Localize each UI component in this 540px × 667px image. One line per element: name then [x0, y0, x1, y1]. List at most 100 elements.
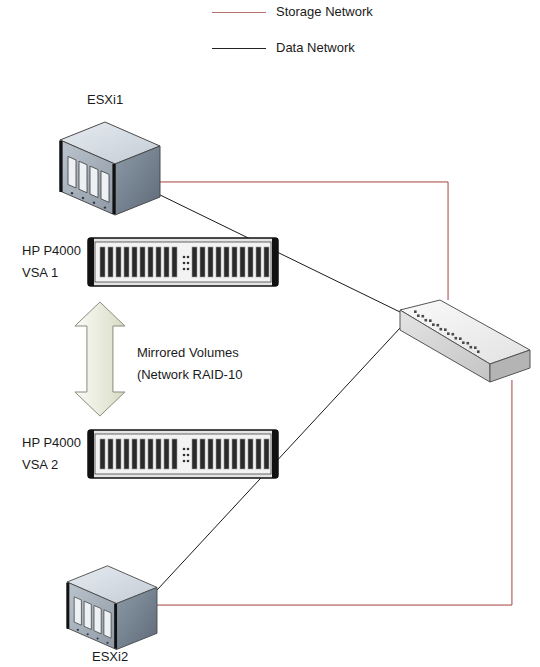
switch-port	[477, 350, 480, 353]
legend-sample	[212, 12, 266, 13]
storage-network-link	[157, 380, 512, 605]
drive-slot	[140, 247, 145, 277]
rack-ear	[88, 238, 94, 286]
drive-slot	[248, 247, 253, 277]
status-light	[183, 268, 186, 271]
drive-slot	[172, 439, 177, 469]
drive-slot	[232, 247, 237, 277]
status-light	[183, 448, 186, 451]
status-light	[82, 197, 84, 199]
rack-icon	[88, 430, 280, 480]
drive-slot	[116, 247, 121, 277]
drive-slot	[200, 439, 205, 469]
drive-slot	[256, 439, 261, 469]
icon-group	[60, 122, 160, 215]
drive-slot	[148, 247, 153, 277]
drive-slot	[156, 247, 161, 277]
status-light	[183, 262, 186, 265]
icon-group	[88, 238, 278, 286]
rack-ear	[272, 238, 278, 286]
drive-slot	[164, 247, 169, 277]
rack-ear	[88, 430, 94, 478]
drive-slot	[240, 439, 245, 469]
node-label: HP P4000 VSA 1	[22, 240, 84, 284]
status-light	[187, 454, 190, 457]
drive-bay	[79, 161, 87, 192]
status-light	[87, 633, 89, 635]
switch-port	[470, 346, 473, 349]
switch-port	[462, 341, 465, 344]
switch-port	[432, 323, 435, 326]
rack-ear	[59, 141, 62, 192]
switch-port	[417, 314, 420, 317]
server-node: ESXi1	[55, 92, 160, 218]
node-label: ESXi1	[87, 89, 157, 111]
rack-ear	[272, 430, 278, 478]
drive-slot	[108, 247, 113, 277]
status-light	[93, 202, 95, 204]
drive-slot	[108, 439, 113, 469]
node-label: HP P4000 VSA 2	[22, 432, 84, 476]
drive-slot	[224, 247, 229, 277]
server-front	[67, 582, 117, 650]
drive-slot	[124, 247, 129, 277]
switch-port	[440, 328, 443, 331]
status-light	[104, 206, 106, 208]
storage-appliance: HP P4000 VSA 2	[20, 428, 282, 480]
switch-front	[400, 310, 490, 382]
switch-port	[437, 324, 440, 327]
icon-group	[67, 566, 157, 650]
drive-slot	[192, 247, 197, 277]
drive-slot	[216, 247, 221, 277]
drive-slot	[164, 439, 169, 469]
drive-bay	[104, 610, 111, 638]
drive-slot	[256, 247, 261, 277]
drive-slot	[116, 439, 121, 469]
drive-bay	[68, 156, 76, 187]
switch-side	[490, 350, 530, 382]
drive-slot	[132, 247, 137, 277]
appliance-bezel	[95, 434, 271, 474]
status-light	[183, 256, 186, 259]
drive-slot	[200, 247, 205, 277]
node-label: ESXi2	[92, 646, 152, 667]
status-light	[187, 448, 190, 451]
switch-port	[447, 332, 450, 335]
drive-slot	[224, 439, 229, 469]
server-side	[115, 146, 160, 215]
drive-slot	[132, 439, 137, 469]
switch-port	[455, 337, 458, 340]
rack-icon	[88, 238, 280, 288]
switch-port	[425, 319, 428, 322]
legend-label: Data Network	[276, 37, 355, 59]
drive-slot	[240, 247, 245, 277]
switch-port	[459, 337, 462, 340]
drive-slot	[208, 247, 213, 277]
switch-port	[429, 319, 432, 322]
server-front	[60, 140, 115, 215]
switch-port	[422, 315, 425, 318]
drive-slot	[248, 439, 253, 469]
switch-port	[474, 346, 477, 349]
drive-slot	[232, 439, 237, 469]
drive-slot	[264, 439, 269, 469]
icon-group	[88, 430, 278, 478]
legend-label: Storage Network	[276, 1, 373, 23]
drive-slot	[264, 247, 269, 277]
status-light	[71, 192, 73, 194]
server-node: ESXi2	[65, 562, 157, 667]
status-light	[187, 256, 190, 259]
drive-bay	[94, 605, 101, 633]
drive-slot	[216, 439, 221, 469]
icon-group	[400, 300, 530, 382]
drive-slot	[148, 439, 153, 469]
drive-slot	[156, 439, 161, 469]
drive-bay	[101, 171, 109, 202]
server-side	[117, 587, 158, 649]
status-light	[183, 460, 186, 463]
server-icon	[67, 564, 157, 650]
appliance-chassis	[88, 238, 278, 286]
drive-bay	[84, 601, 91, 629]
status-light	[97, 637, 99, 639]
